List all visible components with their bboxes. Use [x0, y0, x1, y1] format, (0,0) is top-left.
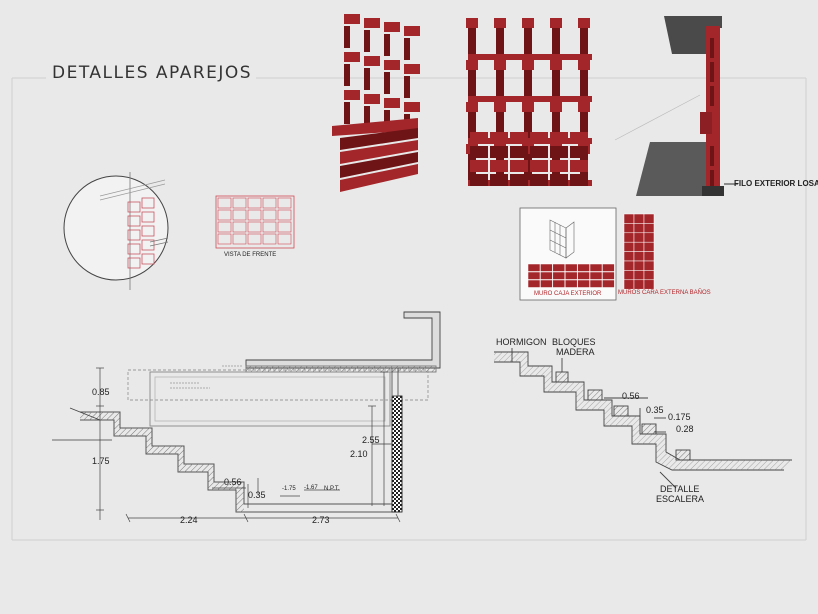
dim-273: 2.73 — [312, 515, 330, 525]
label-escalera: ESCALERA — [656, 494, 705, 504]
dim-035: 0.35 — [248, 490, 266, 500]
label-bloques: BLOQUES — [552, 337, 596, 347]
circular-wall-detail — [63, 172, 169, 290]
brick-module-perspective-left — [332, 14, 420, 192]
dim-175: 1.75 — [92, 456, 110, 466]
muros-cara-grid — [623, 213, 655, 290]
dim-r-056: 0.56 — [622, 391, 640, 401]
label-hormigon: HORMIGON — [496, 337, 547, 347]
dim-224: 2.24 — [180, 515, 198, 525]
front-view-grid — [215, 195, 295, 249]
brick-module-front — [466, 18, 592, 186]
label-vista-frente: VISTA DE FRENTE — [224, 252, 277, 258]
dim-r-035: 0.35 — [646, 405, 664, 415]
sheet-title: DETALLES APAREJOS — [52, 63, 253, 83]
label-muros-cara: MUROS CARA EXTERNA BAÑOS — [618, 290, 711, 296]
label-detalle: DETALLE — [660, 484, 700, 494]
stair-detail-right — [494, 348, 792, 489]
level-175: -1.75 — [282, 486, 296, 492]
dim-210: 2.10 — [350, 449, 368, 459]
dim-056: 0.56 — [224, 477, 242, 487]
label-muro-caja: MURO CAJA EXTERIOR — [534, 291, 602, 297]
dim-r-0175: 0.175 — [668, 412, 691, 422]
level-npt: N.P.T. — [324, 486, 340, 492]
label-madera: MADERA — [556, 347, 595, 357]
dim-r-028: 0.28 — [676, 424, 694, 434]
muro-caja-panel — [519, 207, 617, 301]
level-167: -1.67 — [304, 485, 318, 491]
dim-085: 0.85 — [92, 387, 110, 397]
stair-section-left — [52, 311, 441, 513]
label-filo-exterior: FILO EXTERIOR LOSA — [734, 179, 818, 188]
slab-section-view — [614, 16, 738, 196]
stair-left-dimensions — [96, 367, 401, 523]
dim-255: 2.55 — [362, 435, 380, 445]
